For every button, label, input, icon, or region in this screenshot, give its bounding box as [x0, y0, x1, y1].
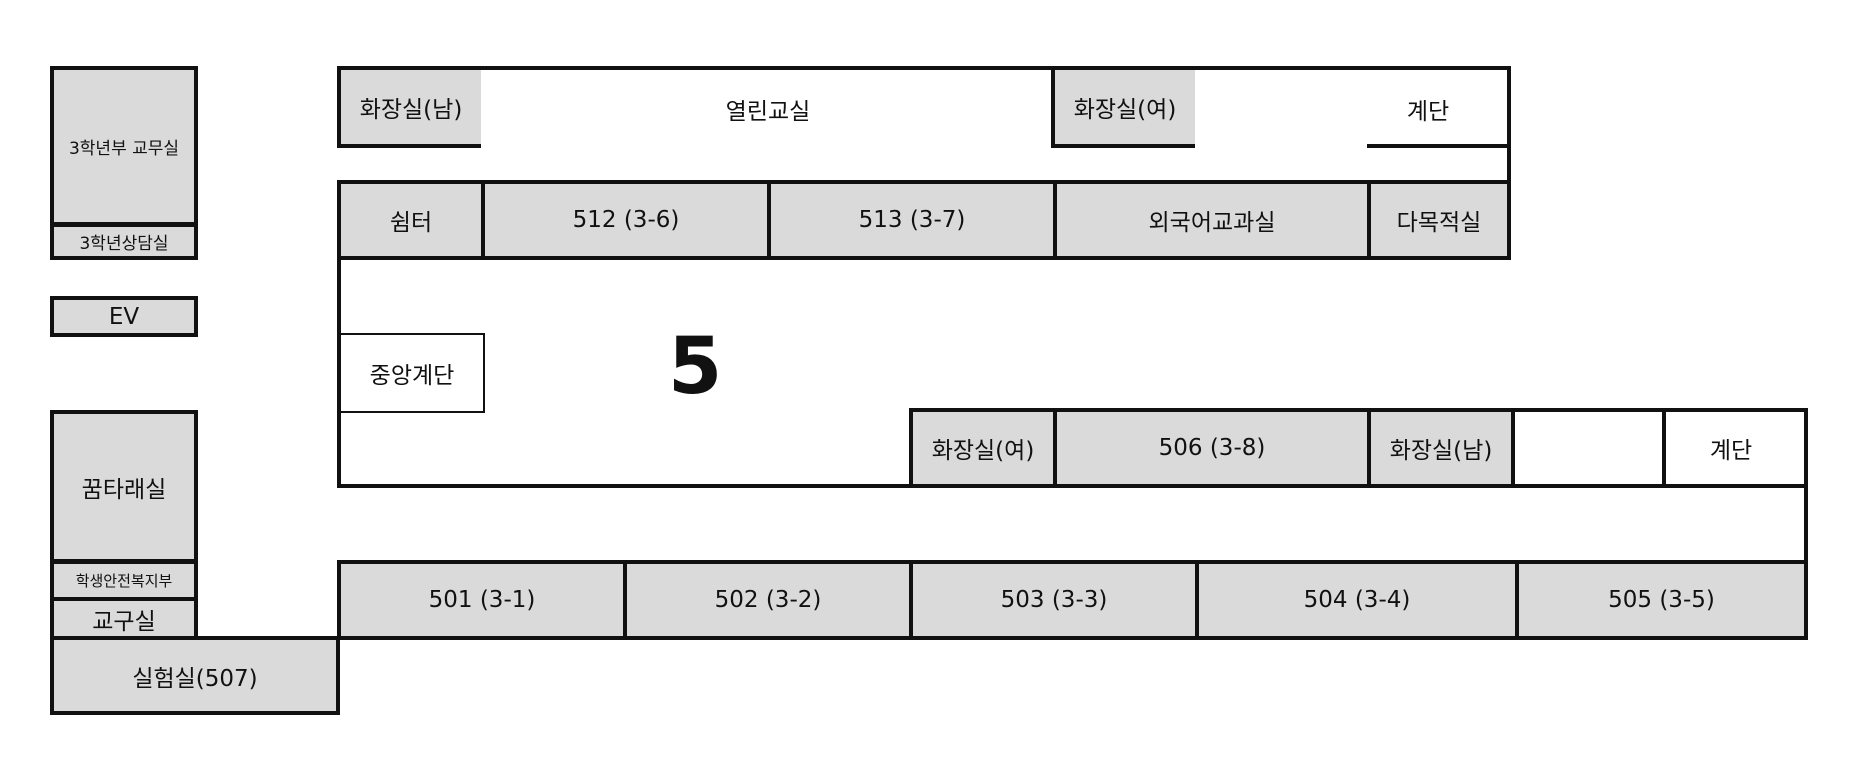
- room-multipurpose[interactable]: 다목적실: [1367, 180, 1511, 260]
- room-safety-welfare[interactable]: 학생안전복지부: [50, 560, 198, 602]
- wall-corridor-right: [1804, 484, 1808, 564]
- stairs-top[interactable]: 계단: [1195, 66, 1511, 148]
- room-506[interactable]: 506 (3-8): [1053, 408, 1371, 488]
- room-501[interactable]: 501 (3-1): [337, 560, 627, 640]
- room-shelter[interactable]: 쉼터: [337, 180, 485, 260]
- room-513[interactable]: 513 (3-7): [767, 180, 1057, 260]
- floor-number: 5: [668, 322, 723, 412]
- stairs-right-divider: [1662, 408, 1666, 488]
- toilet-male-top[interactable]: 화장실(남): [337, 66, 485, 148]
- stairs-right[interactable]: 계단: [1511, 408, 1808, 488]
- toilet-male-mid[interactable]: 화장실(남): [1367, 408, 1515, 488]
- room-open-class[interactable]: 열린교실: [481, 66, 1055, 148]
- wall-central-bottom: [337, 484, 915, 488]
- room-teaching-tools[interactable]: 교구실: [50, 597, 198, 640]
- room-lab-507[interactable]: 실험실(507): [50, 636, 340, 715]
- room-foreign-language[interactable]: 외국어교과실: [1053, 180, 1371, 260]
- elevator[interactable]: EV: [50, 296, 198, 337]
- room-512[interactable]: 512 (3-6): [481, 180, 771, 260]
- central-stairs[interactable]: 중앙계단: [339, 333, 485, 413]
- stairs-top-divider: [1367, 144, 1511, 148]
- room-503[interactable]: 503 (3-3): [909, 560, 1199, 640]
- room-502[interactable]: 502 (3-2): [623, 560, 913, 640]
- toilet-female-mid[interactable]: 화장실(여): [909, 408, 1057, 488]
- room-505[interactable]: 505 (3-5): [1515, 560, 1808, 640]
- room-504[interactable]: 504 (3-4): [1195, 560, 1519, 640]
- room-grade3-office[interactable]: 3학년부 교무실: [50, 66, 198, 226]
- room-grade3-counsel[interactable]: 3학년상담실: [50, 223, 198, 260]
- toilet-female-top[interactable]: 화장실(여): [1051, 66, 1199, 148]
- room-dream[interactable]: 꿈타래실: [50, 410, 198, 563]
